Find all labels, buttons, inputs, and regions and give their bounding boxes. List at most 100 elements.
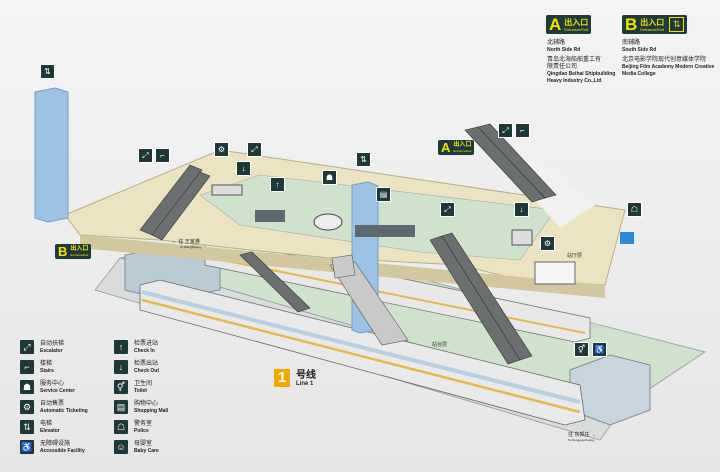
exit-cn: 出入口 <box>640 17 665 27</box>
legend-item: ⌐ 楼梯 Stairs <box>20 360 54 374</box>
stairs-icon: ⌐ <box>20 360 34 374</box>
legend-label-cn: 警务室 <box>134 420 153 427</box>
police-icon: ☖ <box>627 202 642 217</box>
train-near <box>139 279 586 426</box>
legend-item: ☗ 服务中心 Service Center <box>20 380 75 394</box>
ticket-machine-icon: ⚙ <box>540 236 555 251</box>
direction-right-en: To Dongguozhuang <box>568 438 595 442</box>
legend-label-cn: 电梯 <box>40 420 53 427</box>
legend-label-cn: 楼梯 <box>40 360 53 367</box>
police-icon: ☖ <box>114 420 128 434</box>
line-name-en: Line 1 <box>296 380 314 387</box>
place-en: Qingdao Beihai Shipbuilding <box>547 71 616 77</box>
elevator-icon: ⇅ <box>356 152 371 167</box>
legend-label-en: Service Center <box>40 387 76 394</box>
legend-label-cn: 自动售票 <box>40 400 65 407</box>
escalator-icon: ⤢ <box>247 142 262 157</box>
exit-letter: A <box>549 15 562 34</box>
line-name-cn: 号线 <box>296 369 316 381</box>
legend-label-en: Check Out <box>134 367 160 374</box>
check-out-icon: ↓ <box>236 161 251 176</box>
legend-label-en: Escalator <box>40 347 63 354</box>
direction-right: 往 东郭庄 →To Dongguozhuang <box>568 432 596 443</box>
legend-item: ☖ 警务室 Police <box>114 420 152 434</box>
legend-label-cn: 服务中心 <box>40 380 65 387</box>
legend-label-cn: 卫生间 <box>134 380 153 387</box>
road-en: North Side Rd <box>547 47 581 53</box>
check-in-icon: ↑ <box>270 177 285 192</box>
legend-label-en: Automatic Ticketing <box>40 407 88 414</box>
exit-en: Entrance/Exit <box>70 252 89 257</box>
legend-item: ⤢ 自动扶梯 Escalator <box>20 340 64 354</box>
shopping-icon: ▤ <box>376 187 391 202</box>
legend-label-en: Police <box>134 427 149 434</box>
exit-b-info: 南辅路 South Side Rd 北京电影学院现代创意媒体学院 Beijing… <box>622 40 714 78</box>
road-cn: 北辅路 <box>547 40 566 46</box>
escalator-icon: ⤢ <box>440 202 455 217</box>
legend-label-en: Toilet <box>134 387 147 394</box>
legend-item: ⇅ 电梯 Elevator <box>20 420 60 434</box>
direction-left-cn: 往 王家港 <box>178 239 200 245</box>
legend-label-cn: 购物中心 <box>134 400 159 407</box>
service-center-icon: ☗ <box>322 170 337 185</box>
place-en: Media College <box>622 71 656 77</box>
place-en: Beijing Film Academy Modern Creative <box>622 64 715 70</box>
escalator-icon: ⤢ <box>498 123 513 138</box>
legend-item: ♿ 无障碍设施 Accessible Facility <box>20 440 85 454</box>
elevator-icon: ⇅ <box>669 17 685 32</box>
accessible-icon: ♿ <box>592 342 607 357</box>
place-cn: 北京电影学院现代创意媒体学院 <box>622 57 707 63</box>
escalator-icon: ⤢ <box>20 340 34 354</box>
elevator-icon: ⇅ <box>40 64 55 79</box>
service-center-icon: ☗ <box>20 380 34 394</box>
escalators <box>139 123 557 365</box>
stairs <box>329 254 409 346</box>
exit-en: Entrance/Exit <box>564 26 589 32</box>
check-out-icon: ↓ <box>114 360 128 374</box>
exit-a-info: 北辅路 North Side Rd 青岛北海船舶重工有 限责任公司 Qingda… <box>547 40 615 85</box>
road-en: South Side Rd <box>622 47 657 53</box>
legend-label-en: Check In <box>134 347 155 354</box>
legend-label-en: Elevator <box>40 427 60 434</box>
ticket-machine-icon: ⚙ <box>214 142 229 157</box>
legend-item: ☺ 母婴室 Baby Care <box>114 440 159 454</box>
place-cn: 青岛北海船舶重工有 <box>547 57 602 63</box>
legend-item: ⚙ 自动售票 Automatic Ticketing <box>20 400 88 414</box>
exit-cn: 出入口 <box>564 17 589 27</box>
exit-letter: B <box>625 15 638 34</box>
hall-level-label: 站厅层 <box>567 253 583 259</box>
legend-label-en: Accessible Facility <box>40 447 85 454</box>
elevator-shaft-left <box>34 87 69 223</box>
legend-label-cn: 无障碍设施 <box>40 440 71 447</box>
legend-label-cn: 母婴室 <box>134 440 153 447</box>
exit-letter: A <box>441 140 451 155</box>
baby-care-icon: ☺ <box>114 440 128 454</box>
exit-en: Entrance/Exit <box>453 148 472 153</box>
legend-label-en: Baby Care <box>134 447 159 454</box>
escalator-icon: ⤢ <box>138 148 153 163</box>
legend-label-cn: 检票进站 <box>134 340 159 347</box>
direction-right-cn: 往 东郭庄 <box>568 432 590 438</box>
place-en: Heavy Industry Co.,Ltd <box>547 78 602 84</box>
exit-letter: B <box>58 244 68 259</box>
check-out-icon: ↓ <box>514 202 529 217</box>
legend-item: ▤ 购物中心 Shopping Mall <box>114 400 168 414</box>
legend-label-en: Stairs <box>40 367 54 374</box>
exit-cn: 出入口 <box>453 141 472 148</box>
exit-cn: 出入口 <box>70 245 89 252</box>
ticket-machine-icon: ⚙ <box>20 400 34 414</box>
legend-label-en: Shopping Mall <box>134 407 169 414</box>
line-badge: 1 号线 Line 1 <box>274 369 316 387</box>
legend-label-cn: 检票出站 <box>134 360 159 367</box>
elevator-exit-b-pad <box>620 232 634 244</box>
legend-item: ⚥ 卫生间 Toilet <box>114 380 152 394</box>
shopping-icon: ▤ <box>114 400 128 414</box>
legend-item: ↑ 检票进站 Check In <box>114 340 158 354</box>
legend-item: ↓ 检票出站 Check Out <box>114 360 159 374</box>
